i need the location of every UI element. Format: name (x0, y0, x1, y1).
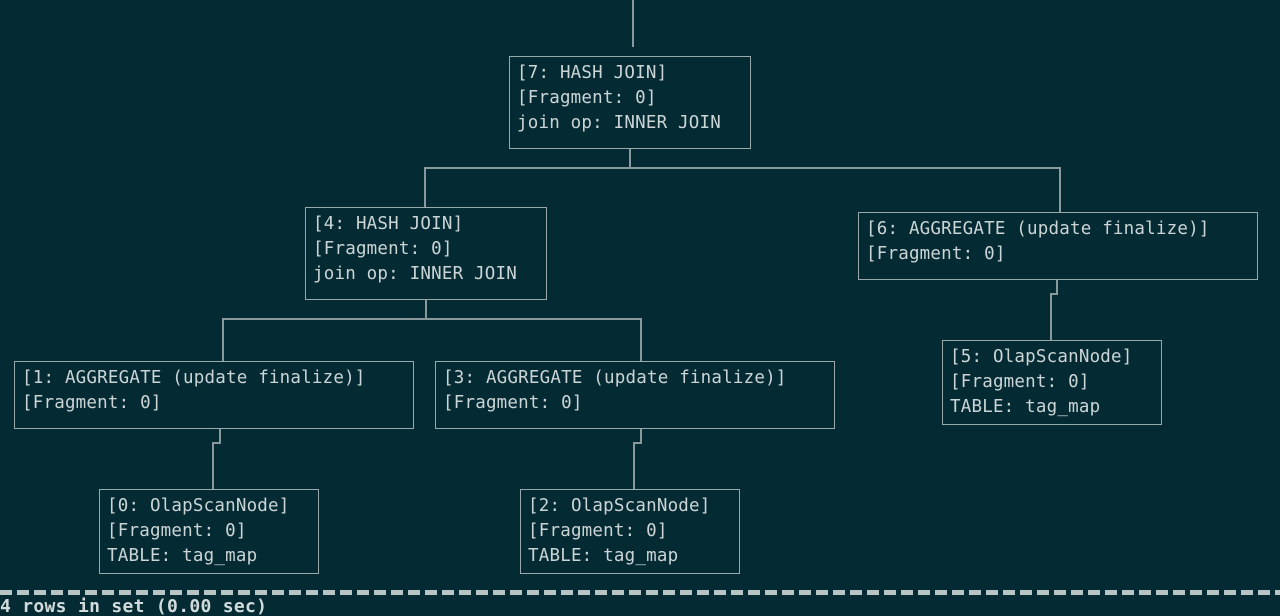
status-area: 4 rows in set (0.00 sec) (0, 584, 1280, 616)
connector-node7-to-node4-drop (424, 167, 426, 209)
connector-node4-to-node3-drop (640, 318, 642, 363)
connector-node6-to-node5-drop (1050, 293, 1052, 341)
plan-node-line: [Fragment: 0] (950, 372, 1090, 392)
connector-node6-down-stub (1056, 280, 1058, 294)
result-summary-text: 4 rows in set (0.00 sec) (0, 596, 268, 616)
plan-node-line: [Fragment: 0] (866, 244, 1006, 264)
plan-node-line: join op: INNER JOIN (313, 264, 517, 284)
connector-node6-jog (1050, 293, 1058, 295)
plan-node-line: [3: AGGREGATE (update finalize)] (443, 368, 787, 388)
connector-node4-down-stub (425, 300, 427, 320)
connector-node4-children-bus (222, 318, 642, 320)
plan-node-line: [5: OlapScanNode] (950, 347, 1133, 367)
plan-node-line: [0: OlapScanNode] (107, 496, 290, 516)
plan-node-line: [6: AGGREGATE (update finalize)] (866, 219, 1210, 239)
connector-node3-down-stub (640, 429, 642, 443)
connector-node1-jog (212, 442, 221, 444)
connector-node7-to-node6-drop (1059, 167, 1061, 214)
plan-node-line: [Fragment: 0] (517, 88, 657, 108)
plan-node-line: [Fragment: 0] (313, 239, 453, 259)
plan-node-aggregate-3[interactable]: [3: AGGREGATE (update finalize)] [Fragmen… (435, 361, 835, 429)
plan-node-line: TABLE: tag_map (107, 546, 258, 566)
plan-node-line: TABLE: tag_map (950, 397, 1101, 417)
plan-node-line: [4: HASH JOIN] (313, 214, 464, 234)
plan-node-aggregate-1[interactable]: [1: AGGREGATE (update finalize)] [Fragmen… (14, 361, 414, 429)
plan-node-olap-scan-0[interactable]: [0: OlapScanNode] [Fragment: 0] TABLE: tag… (99, 489, 319, 574)
connector-root-stub (632, 0, 634, 47)
plan-node-line: TABLE: tag_map (528, 546, 679, 566)
query-plan-graph: [7: HASH JOIN] [Fragment: 0] join op: INNE… (14, 0, 1258, 574)
plan-node-hash-join-4[interactable]: [4: HASH JOIN] [Fragment: 0] join op: INNE… (305, 207, 547, 300)
connector-node1-to-node0-drop (212, 442, 214, 490)
plan-node-line: [Fragment: 0] (528, 521, 668, 541)
connector-node3-to-node2-drop (633, 442, 635, 490)
connector-node4-to-node1-drop (222, 318, 224, 363)
dashed-rule-separator (0, 590, 1280, 595)
plan-node-line: join op: INNER JOIN (517, 113, 721, 133)
plan-node-hash-join-7[interactable]: [7: HASH JOIN] [Fragment: 0] join op: INNE… (509, 56, 751, 149)
plan-node-olap-scan-2[interactable]: [2: OlapScanNode] [Fragment: 0] TABLE: tag… (520, 489, 740, 574)
plan-node-line: [Fragment: 0] (107, 521, 247, 541)
connector-node7-down-stub (629, 149, 631, 169)
connector-node1-down-stub (219, 429, 221, 443)
plan-node-aggregate-6[interactable]: [6: AGGREGATE (update finalize)] [Fragmen… (858, 212, 1258, 280)
plan-node-olap-scan-5[interactable]: [5: OlapScanNode] [Fragment: 0] TABLE: tag… (942, 340, 1162, 425)
connector-node7-children-bus (424, 167, 1061, 169)
plan-node-line: [7: HASH JOIN] (517, 63, 668, 83)
plan-node-line: [Fragment: 0] (22, 393, 162, 413)
connector-node3-jog (633, 442, 642, 444)
plan-node-line: [2: OlapScanNode] (528, 496, 711, 516)
plan-node-line: [Fragment: 0] (443, 393, 583, 413)
plan-node-line: [1: AGGREGATE (update finalize)] (22, 368, 366, 388)
